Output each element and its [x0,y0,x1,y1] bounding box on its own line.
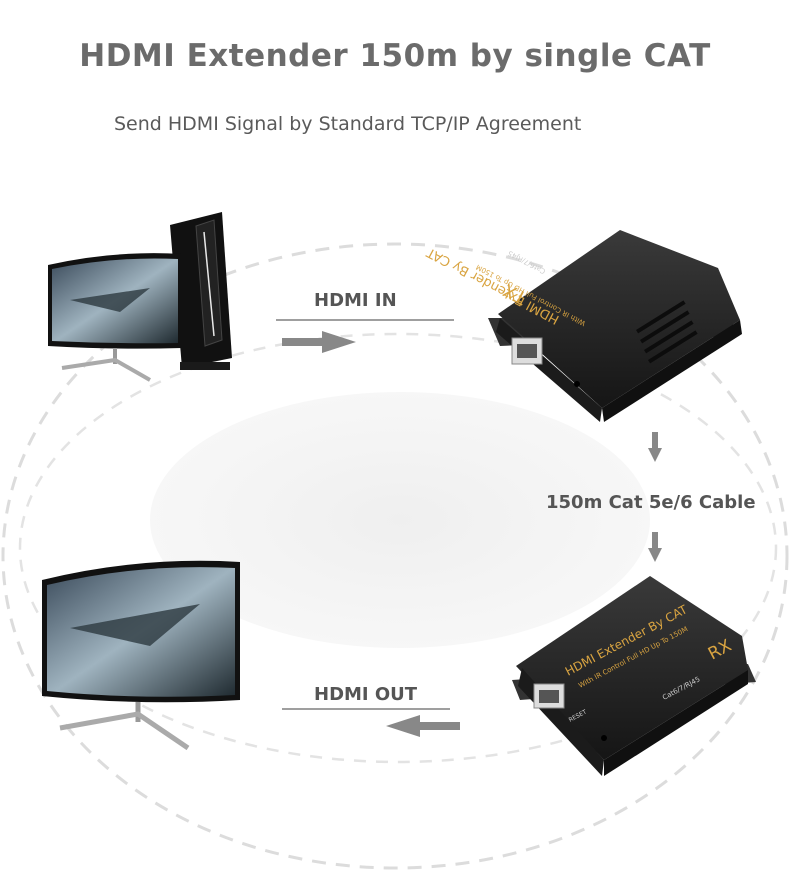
hdmi-out-arrow-icon [386,715,460,737]
rx-extender-device: HDMI Extender By CAT With IR Control Ful… [512,576,756,776]
pc-tower-icon [170,212,232,370]
cable-label: 150m Cat 5e/6 Cable [546,492,756,513]
hdmi-out-label: HDMI OUT [314,684,418,705]
cable-down-arrow-2-icon [648,532,662,562]
hdmi-in-label: HDMI IN [314,290,397,311]
source-monitor-icon [48,253,182,382]
destination-monitor-icon [42,560,240,751]
page-subtitle: Send HDMI Signal by Standard TCP/IP Agre… [114,113,582,135]
hdmi-in-arrow-icon [282,331,356,353]
cable-down-arrow-1-icon [648,432,662,462]
tx-port-label: Cat6/7/RJ45 [507,249,547,275]
inner-dashed-ellipse [18,332,778,764]
outer-dashed-ellipse [1,242,789,870]
tx-extender-device: HDMI Extender By CAT With IR Control Ful… [424,230,742,422]
page-title: HDMI Extender 150m by single CAT [79,38,711,74]
background-blob [150,392,650,648]
